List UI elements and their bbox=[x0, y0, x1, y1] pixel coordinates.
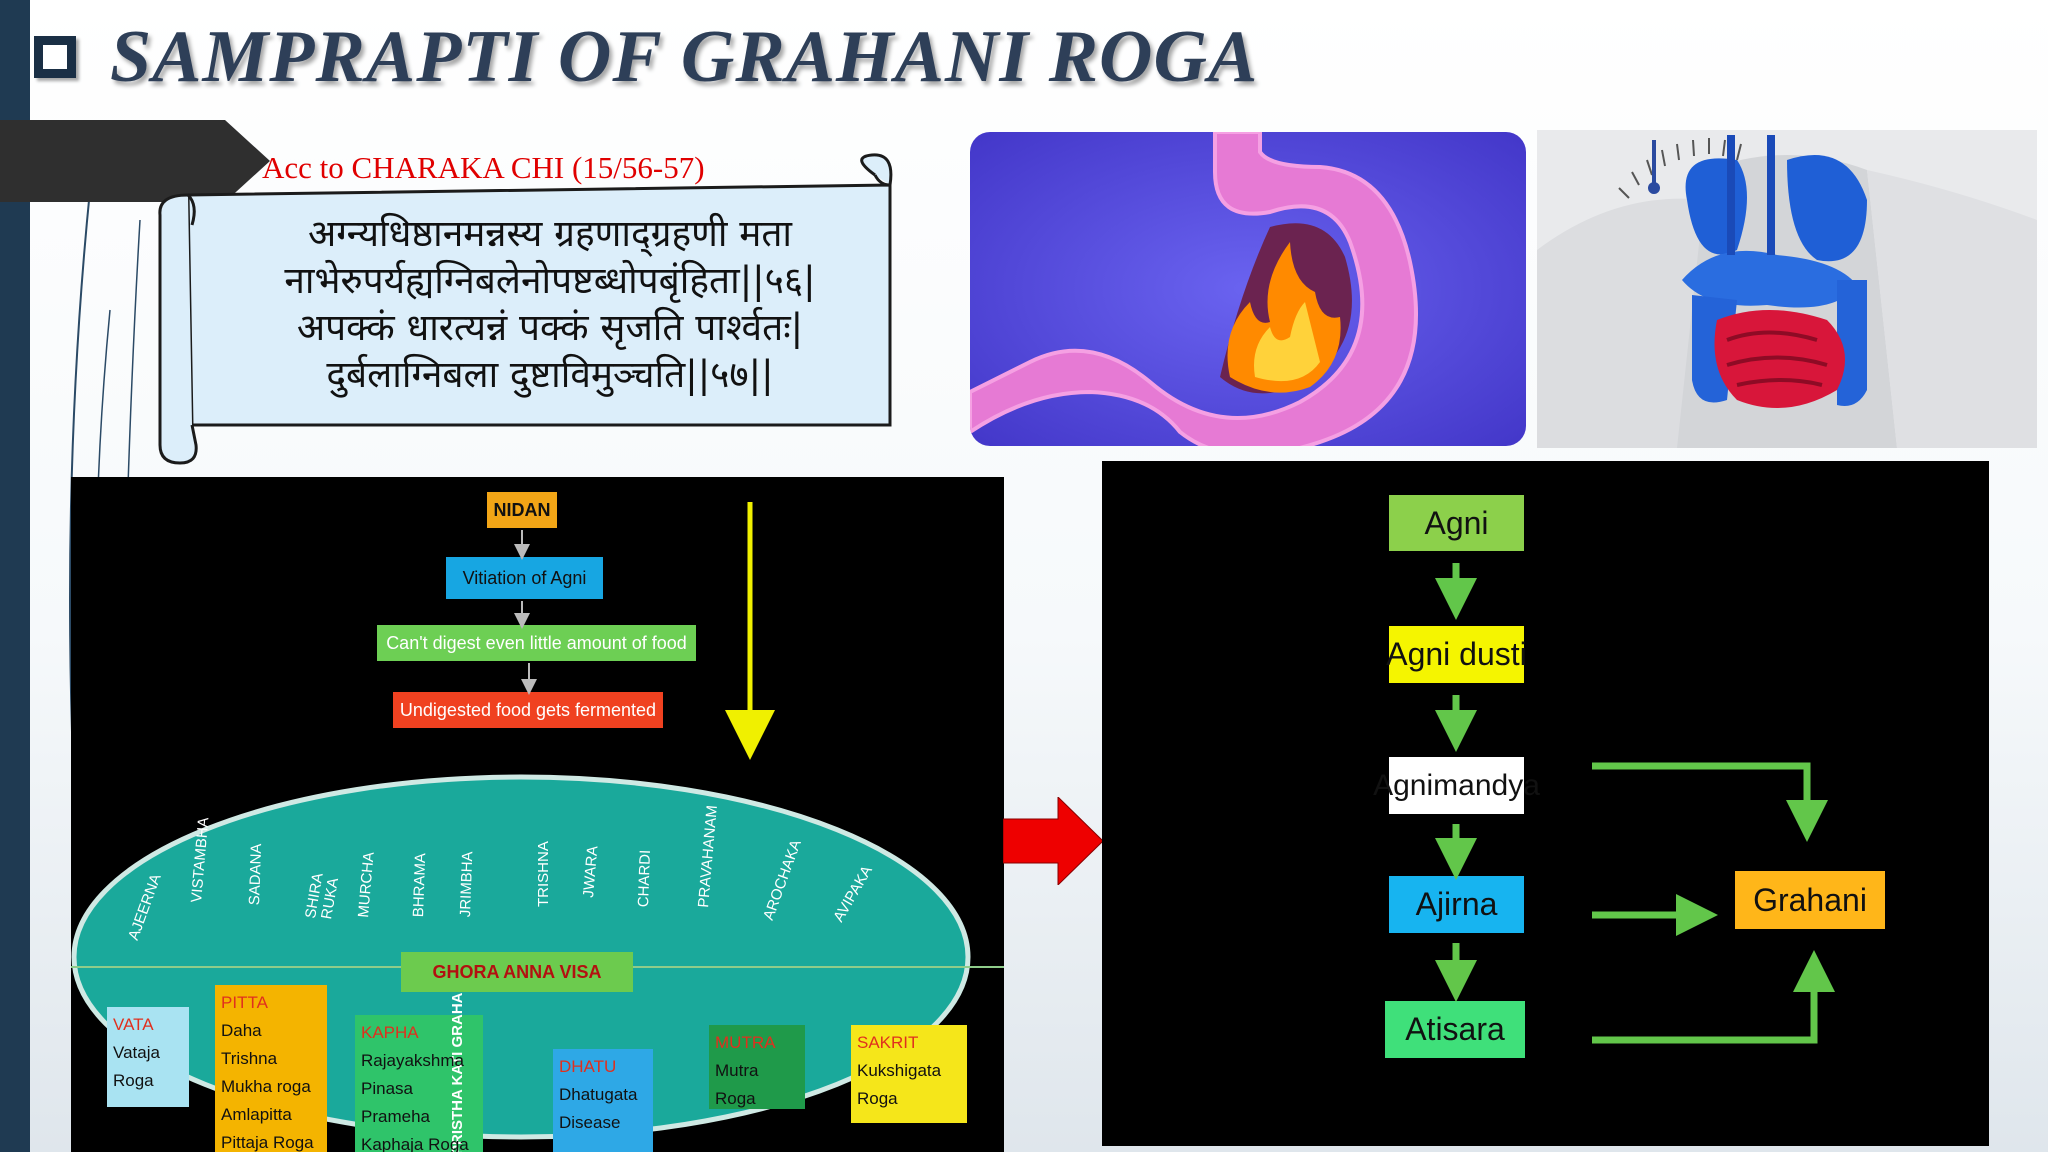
dosha-box-heading: KAPHA bbox=[361, 1023, 419, 1042]
dosha-box-line: Kukshigata bbox=[857, 1061, 942, 1080]
verse-line: अपक्कं धारत्यन्नं पक्कं सृजति पार्श्वतः| bbox=[296, 306, 804, 349]
nidan-box: NIDAN bbox=[493, 499, 551, 520]
agnimandya-box: Agnimandya bbox=[1373, 768, 1540, 802]
agni-box: Agni bbox=[1424, 504, 1489, 541]
fermented-box: Undigested food gets fermented bbox=[399, 699, 657, 720]
dosha-box-line: Pinasa bbox=[361, 1079, 413, 1098]
verse-line: नाभेरुपर्यह्यग्निबलेनोपष्टब्धोपबृंहिता||… bbox=[284, 259, 816, 302]
dosha-box-line: Prameha bbox=[361, 1107, 430, 1126]
dosha-box-heading: VATA bbox=[113, 1015, 154, 1034]
left-flowchart-svg bbox=[71, 492, 1004, 1152]
verse-line: दुर्बलाग्निबला दुष्टाविमुञ्चति||५७|| bbox=[326, 353, 774, 396]
symptom-label: SADANA bbox=[246, 843, 266, 906]
dosha-box-heading: PITTA bbox=[221, 993, 268, 1012]
digestive-organs-illustration bbox=[1537, 130, 2037, 448]
agni-dusti-box: Agni dusti bbox=[1386, 636, 1527, 672]
dosha-box-line: Roga bbox=[113, 1071, 154, 1090]
symptom-label: JRIMBHA bbox=[457, 851, 477, 918]
dosha-box-line: Disease bbox=[559, 1113, 621, 1132]
left-samprapti-flowchart: NIDAN Vitiation of Agni Can't digest eve… bbox=[71, 477, 1004, 1152]
scroll-banner bbox=[158, 153, 893, 465]
dosha-box-line: Pittaja Roga bbox=[221, 1133, 314, 1152]
cant-digest-box: Can't digest even little amount of food bbox=[386, 632, 687, 653]
symptom-label: TRISHNA bbox=[535, 841, 552, 907]
dosha-box-heading: SAKRIT bbox=[857, 1033, 919, 1052]
dosha-box-line: Trishna bbox=[221, 1049, 278, 1068]
dark-arrow-tab bbox=[0, 120, 270, 202]
dosha-box-heading: MUTRA bbox=[715, 1033, 776, 1052]
atisara-box: Atisara bbox=[1405, 1011, 1505, 1047]
slide-title: SAMPRAPTI OF GRAHANI ROGA bbox=[110, 15, 1259, 98]
verse-line: अग्न्यधिष्ठानमन्नस्य ग्रहणाद्ग्रहणी मता bbox=[307, 212, 793, 255]
checkbox-bullet-icon bbox=[34, 36, 76, 78]
red-right-arrow-icon bbox=[1003, 797, 1103, 885]
dosha-box-line: Vataja bbox=[113, 1043, 160, 1062]
dosha-box-line: Roga bbox=[857, 1089, 898, 1108]
dosha-box-line: Rajayakshma bbox=[361, 1051, 464, 1070]
sanskrit-verse: अग्न्यधिष्ठानमन्नस्य ग्रहणाद्ग्रहणी मता … bbox=[190, 210, 910, 398]
dosha-box-heading: DHATU bbox=[559, 1057, 617, 1076]
symptom-label: CHARDI bbox=[635, 849, 654, 908]
ajirna-box: Ajirna bbox=[1415, 886, 1498, 922]
dosha-box-line: Mukha roga bbox=[221, 1077, 311, 1096]
dosha-box-line: Roga bbox=[715, 1089, 756, 1108]
dosha-box-line: Kaphaja Roga bbox=[361, 1135, 469, 1152]
grahani-box: Grahani bbox=[1753, 881, 1867, 918]
stomach-fire-illustration bbox=[970, 132, 1526, 446]
dosha-box-line: Amlapitta bbox=[221, 1105, 292, 1124]
title-bar: SAMPRAPTI OF GRAHANI ROGA bbox=[34, 12, 1258, 102]
vitiation-box: Vitiation of Agni bbox=[462, 567, 587, 588]
symptom-label: BHRAMA bbox=[410, 852, 430, 918]
dosha-box-line: Daha bbox=[221, 1021, 262, 1040]
reference-citation: Acc to CHARAKA CHI (15/56-57) bbox=[262, 150, 705, 185]
ghora-anna-visa-box: GHORA ANNA VISA bbox=[432, 961, 602, 982]
right-agni-flowchart: Agni Agni dusti Agnimandya Ajirna Atisar… bbox=[1102, 461, 1989, 1146]
dosha-box-line: Mutra bbox=[715, 1061, 759, 1080]
right-flowchart-svg bbox=[1385, 495, 1885, 1058]
dosha-box-line: Dhatugata bbox=[559, 1085, 638, 1104]
